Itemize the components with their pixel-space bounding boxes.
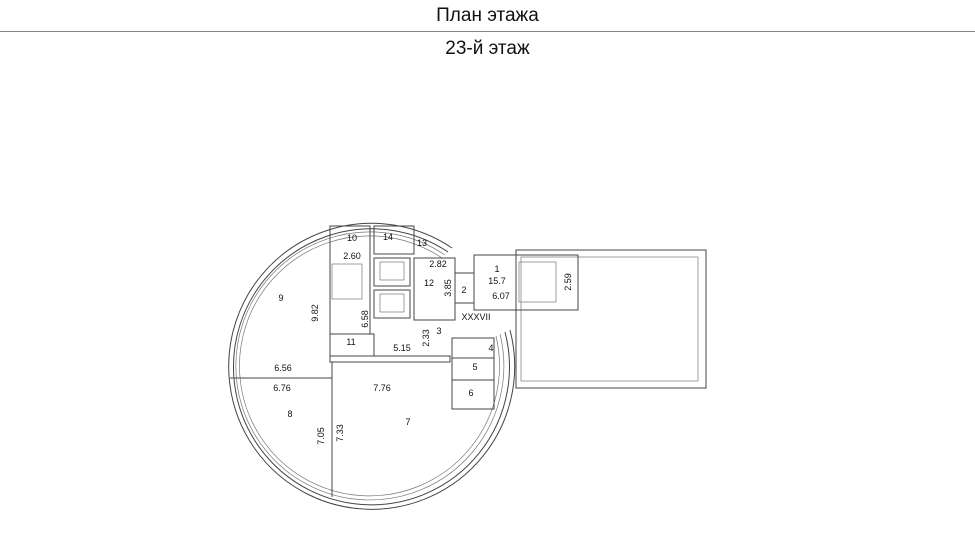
room-8-label: 8 [287,409,292,419]
dim-label: 2.59 [563,273,573,291]
dimension-labels: 2.60 2.82 3.85 9.82 6.58 2.33 5.15 6.56 … [273,251,573,445]
room-2-label: 2 [461,285,466,295]
room-labels: 1 15.7 6.07 2 3 4 5 6 7 8 9 10 11 12 13 … [278,232,509,427]
room-13-label: 13 [417,238,427,248]
room-9-label: 9 [278,293,283,303]
outer-walls [228,222,516,510]
room-14-label: 14 [383,232,393,242]
dim-label: 6.56 [274,363,292,373]
dim-label: 3.85 [443,279,453,297]
dim-label: 6.58 [360,310,370,328]
dim-label: 5.15 [393,343,411,353]
room-1-area: 15.7 [488,276,506,286]
room-5-label: 5 [472,362,477,372]
title-divider [0,31,975,32]
room-10-label: 10 [347,233,357,243]
room-6-label: 6 [468,388,473,398]
dim-label: 2.82 [429,259,447,269]
dim-label: 7.33 [335,424,345,442]
room-1-label: 1 [494,264,499,274]
room-11-label: 11 [346,337,355,347]
room-7-label: 7 [405,417,410,427]
room-3-label: 3 [436,326,441,336]
dim-label: 7.76 [373,383,391,393]
room-12-label: 12 [424,278,434,288]
interior-walls [230,225,579,497]
plan-title: План этажа [436,5,539,26]
section-label: XXXVII [461,312,490,322]
room-4-label: 4 [488,343,493,353]
dim-label: 7.05 [316,427,326,445]
dim-label: 2.60 [343,251,361,261]
dim-label: 9.82 [310,304,320,322]
dim-label: 2.33 [421,329,431,347]
floor-label: 23-й этаж [445,38,530,59]
dim-label: 6.76 [273,383,291,393]
terrace [515,249,707,389]
room-1-dim: 6.07 [492,291,510,301]
